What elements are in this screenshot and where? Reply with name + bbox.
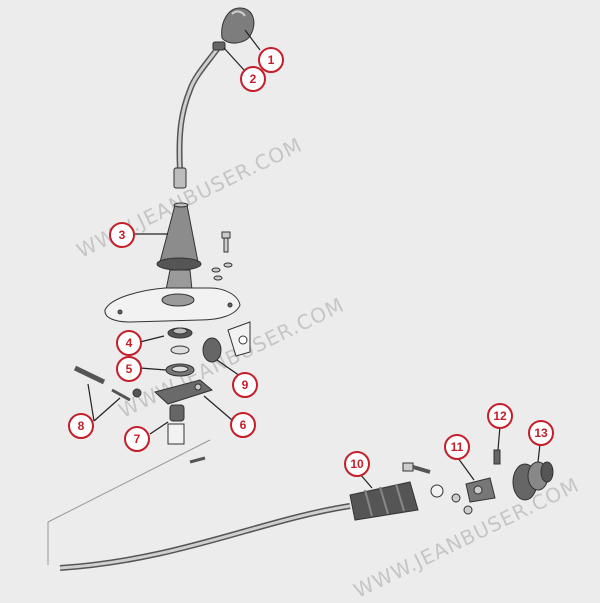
base-plate (104, 287, 241, 323)
shift-rod (47, 439, 351, 571)
callout-badge-9: 9 (232, 372, 258, 398)
callout-badge-8: 8 (68, 413, 94, 439)
grommet (512, 461, 554, 501)
screw-and-washers (211, 231, 233, 281)
callout-badge-7: 7 (124, 426, 150, 452)
callout-badge-5: 5 (116, 356, 142, 382)
set-screw (493, 449, 501, 465)
callout-badge-10: 10 (344, 451, 370, 477)
spring-and-pins (73, 365, 142, 402)
lever-arm (153, 379, 214, 405)
bushing-4 (167, 327, 193, 355)
callout-badge-6: 6 (230, 412, 256, 438)
shift-lever-rod (173, 43, 223, 189)
callout-badge-3: 3 (109, 222, 135, 248)
callout-badge-2: 2 (240, 66, 266, 92)
bolt-and-washers (402, 462, 473, 515)
rubber-mount (202, 337, 222, 363)
shift-boot (156, 202, 202, 291)
callout-badge-1: 1 (258, 47, 284, 73)
rod-boot (349, 481, 419, 521)
callout-badge-11: 11 (444, 434, 470, 460)
callout-badge-4: 4 (116, 330, 142, 356)
callout-badge-12: 12 (487, 403, 513, 429)
shift-knob (221, 7, 255, 44)
retaining-ring (212, 41, 226, 51)
coupling (465, 477, 496, 503)
pin-7 (167, 404, 206, 464)
leader-lines (87, 29, 541, 489)
callout-badge-13: 13 (528, 420, 554, 446)
mount-bracket (227, 321, 251, 357)
bushing-5 (165, 363, 195, 377)
